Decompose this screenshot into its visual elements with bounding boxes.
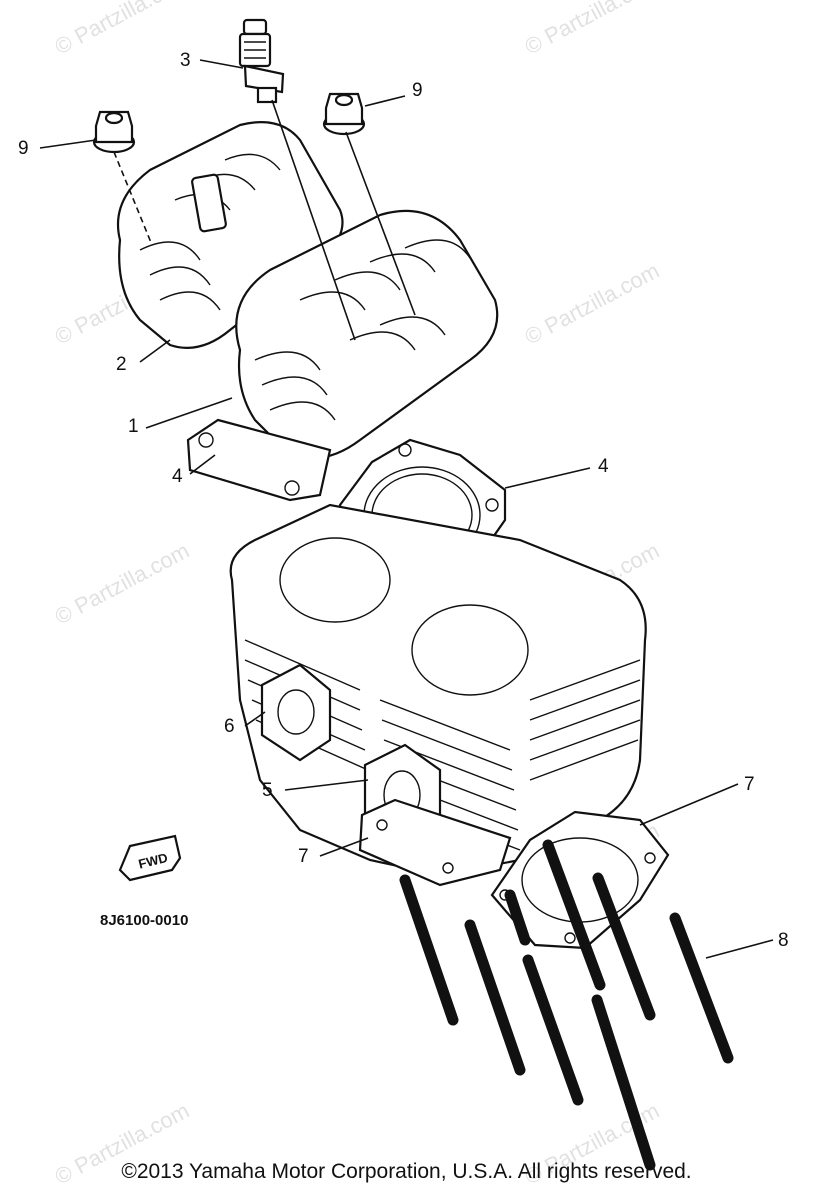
callout-3: 3: [180, 50, 191, 71]
cylinder-head-right: [235, 209, 499, 460]
cap-nut-right: [322, 92, 366, 136]
watermark: © Partzilla.com: [51, 0, 194, 59]
callout-4-right: 4: [598, 456, 609, 477]
callout-6: 6: [224, 716, 235, 737]
callout-8: 8: [778, 930, 789, 951]
callouts: 3 9 9 2 1 4 4 6 5 7 7 8: [18, 50, 789, 951]
base-gasket-left: [358, 798, 512, 887]
head-gasket-left: [186, 418, 332, 502]
callout-4-left: 4: [172, 466, 183, 487]
callout-5: 5: [262, 780, 273, 801]
diagram-code: 8J6100-0010: [100, 912, 188, 929]
callout-2: 2: [116, 354, 127, 375]
watermark: © Partzilla.com: [521, 258, 664, 350]
callout-7-right: 7: [744, 774, 755, 795]
callout-7-left: 7: [298, 846, 309, 867]
watermark: © Partzilla.com: [521, 0, 664, 59]
fwd-label: FWD: [137, 850, 169, 872]
cylinder-studs: [399, 839, 734, 1171]
callout-9-right: 9: [412, 80, 423, 101]
cap-nut-left: [92, 110, 136, 154]
callout-9-left: 9: [18, 138, 29, 159]
copyright-notice: ©2013 Yamaha Motor Corporation, U.S.A. A…: [121, 1160, 692, 1183]
leader-lines: [39, 59, 774, 959]
forward-direction-badge: FWD: [118, 834, 182, 882]
callout-1: 1: [128, 416, 139, 437]
exhaust-gasket-6: [260, 663, 332, 762]
spark-plug: [238, 18, 285, 104]
watermark: © Partzilla.com: [51, 538, 194, 630]
